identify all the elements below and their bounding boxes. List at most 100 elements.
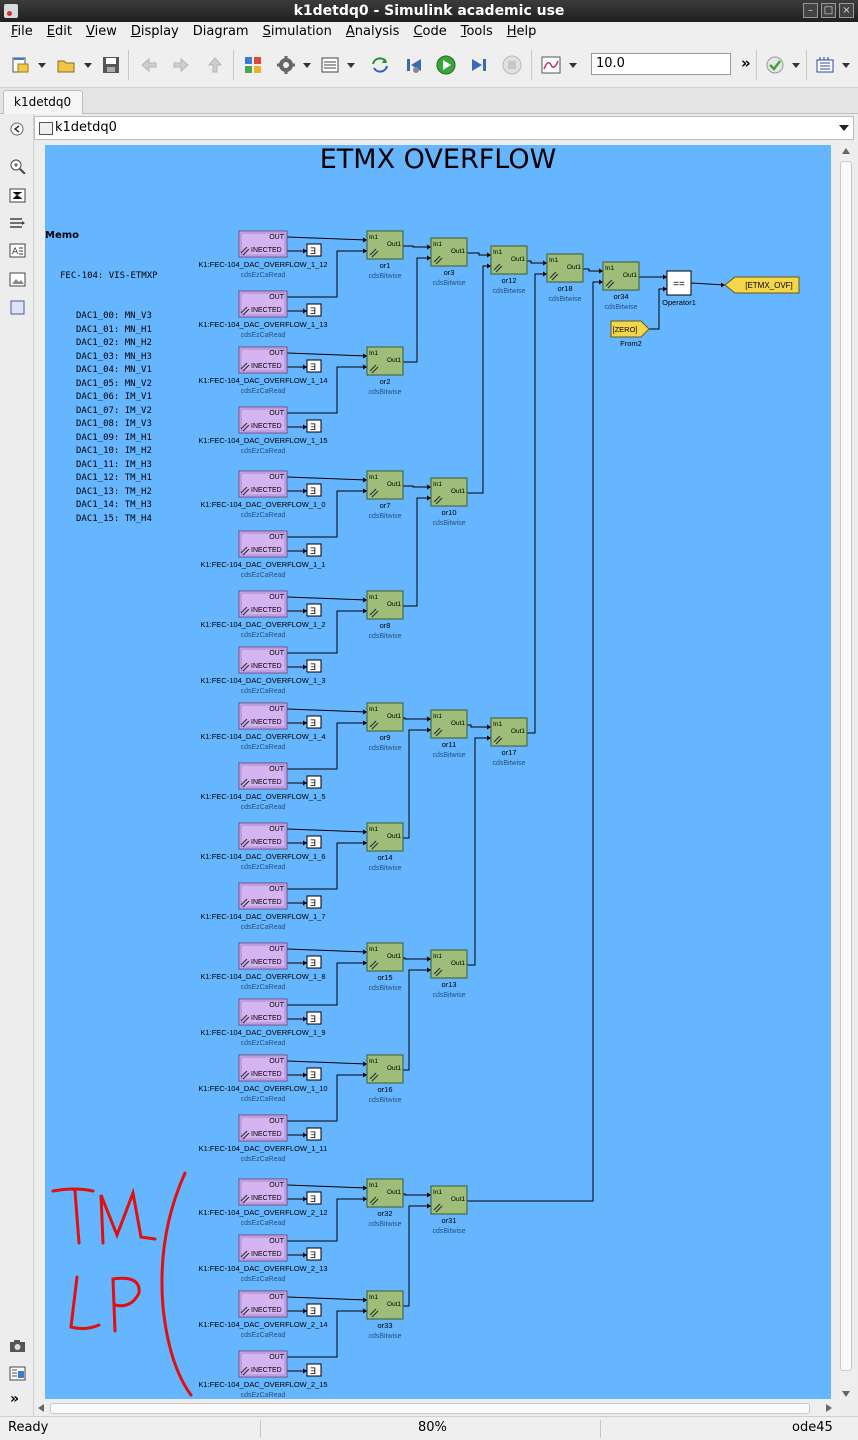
from-block[interactable]: [ZERO]From2	[610, 320, 650, 348]
terminator-block[interactable]	[306, 1247, 322, 1261]
data-inspector-icon[interactable]	[541, 55, 561, 75]
tab-model[interactable]: k1detdq0	[3, 90, 83, 114]
menu-tools[interactable]: Tools	[460, 24, 493, 39]
bitwise-or-body[interactable]	[366, 702, 404, 732]
terminator-block[interactable]	[306, 1067, 322, 1081]
address-dropdown-icon[interactable]	[839, 125, 849, 131]
bitwise-or-body[interactable]	[366, 470, 404, 500]
horizontal-scroll-thumb[interactable]	[50, 1403, 810, 1414]
terminator-block[interactable]	[306, 483, 322, 497]
more-chevron-icon[interactable]: »	[741, 54, 751, 72]
terminator-block[interactable]	[306, 1127, 322, 1141]
menu-diagram[interactable]: Diagram	[192, 24, 249, 39]
ezca-read-body[interactable]	[238, 230, 288, 258]
ezca-read-body[interactable]	[238, 1178, 288, 1206]
run-icon[interactable]	[436, 55, 456, 75]
menu-display[interactable]: Display	[130, 24, 179, 39]
ezca-read-body[interactable]	[238, 1234, 288, 1262]
minimize-button[interactable]: –	[803, 3, 818, 18]
bitwise-or-body[interactable]	[430, 1185, 468, 1215]
inspector-dropdown-icon[interactable]	[569, 63, 577, 68]
zoom-in-icon[interactable]	[9, 159, 26, 174]
menu-code[interactable]: Code	[413, 24, 447, 39]
terminator-block[interactable]	[306, 835, 322, 849]
bitwise-or-body[interactable]	[366, 1178, 404, 1208]
terminator-block[interactable]	[306, 1191, 322, 1205]
bitwise-or-body[interactable]	[366, 590, 404, 620]
ezca-read-body[interactable]	[238, 590, 288, 618]
terminator-block[interactable]	[306, 895, 322, 909]
maximize-button[interactable]: □	[821, 3, 836, 18]
explorer-dropdown-icon[interactable]	[347, 63, 355, 68]
terminator-block[interactable]	[306, 359, 322, 373]
ezca-read-body[interactable]	[238, 406, 288, 434]
goto-body[interactable]	[724, 276, 800, 294]
arrow-lines-icon[interactable]	[9, 215, 26, 230]
build-dropdown-icon[interactable]	[842, 63, 850, 68]
library-browser-icon[interactable]	[243, 55, 263, 75]
advisor-dropdown-icon[interactable]	[792, 63, 800, 68]
terminator-block[interactable]	[306, 603, 322, 617]
annotation-icon[interactable]: A	[9, 243, 26, 258]
bitwise-or-body[interactable]	[602, 261, 640, 291]
diagram-canvas[interactable]: ETMX OVERFLOW Memo FEC-104: VIS-ETMXP DA…	[45, 145, 831, 1399]
terminator-block[interactable]	[306, 1011, 322, 1025]
scroll-right-icon[interactable]	[826, 1404, 832, 1412]
terminator-block[interactable]	[306, 955, 322, 969]
model-browser-icon[interactable]	[9, 1366, 26, 1381]
bitwise-or-body[interactable]	[430, 237, 468, 267]
ezca-read-body[interactable]	[238, 290, 288, 318]
terminator-block[interactable]	[306, 1363, 322, 1377]
address-bar[interactable]: k1detdq0	[34, 116, 854, 140]
ezca-read-body[interactable]	[238, 1290, 288, 1318]
new-model-icon[interactable]	[10, 55, 30, 75]
bitwise-or-body[interactable]	[490, 245, 528, 275]
terminator-block[interactable]	[306, 243, 322, 257]
model-explorer-icon[interactable]	[320, 55, 340, 75]
close-button[interactable]: ×	[839, 3, 854, 18]
bitwise-or-body[interactable]	[366, 346, 404, 376]
bitwise-or-body[interactable]	[546, 253, 584, 283]
open-folder-icon[interactable]	[56, 55, 76, 75]
open-dropdown-icon[interactable]	[84, 63, 92, 68]
bitwise-or-body[interactable]	[366, 822, 404, 852]
bitwise-or-body[interactable]	[366, 942, 404, 972]
ezca-read-body[interactable]	[238, 646, 288, 674]
up-arrow-icon[interactable]	[205, 55, 225, 75]
menu-simulation[interactable]: Simulation	[262, 24, 332, 39]
area-icon[interactable]	[9, 300, 26, 315]
ezca-read-body[interactable]	[238, 942, 288, 970]
image-icon[interactable]	[9, 272, 26, 287]
model-advisor-check-icon[interactable]	[765, 55, 785, 75]
ezca-read-body[interactable]	[238, 702, 288, 730]
menu-analysis[interactable]: Analysis	[345, 24, 400, 39]
terminator-block[interactable]	[306, 303, 322, 317]
